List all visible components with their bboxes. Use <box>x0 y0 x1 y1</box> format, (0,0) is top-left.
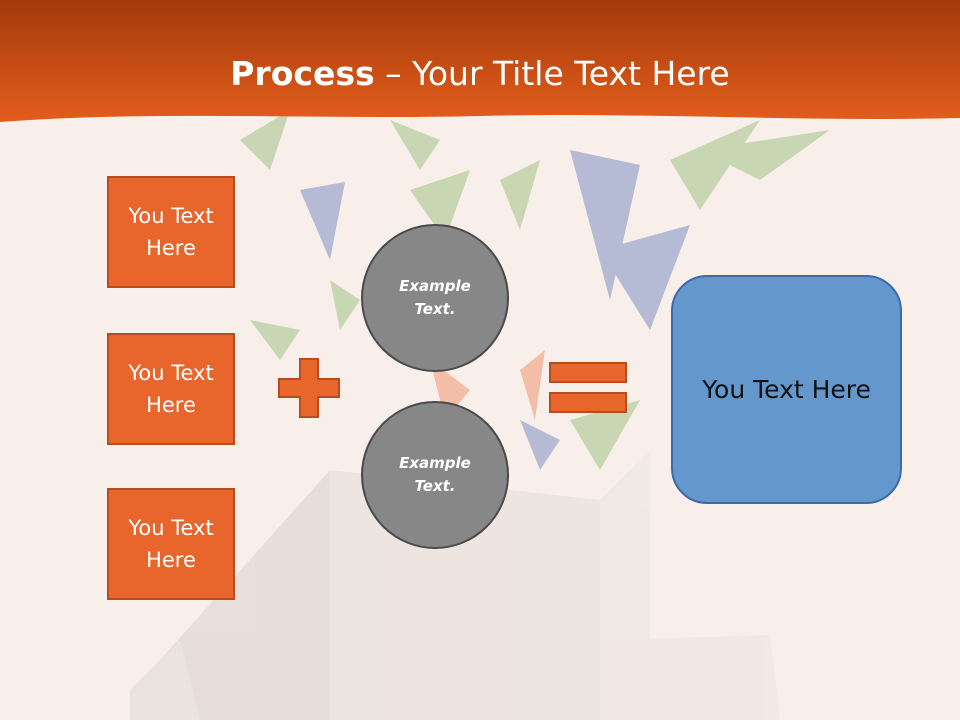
input-box-2-label: You Text Here <box>128 361 214 417</box>
input-box-1-label: You Text Here <box>128 204 214 260</box>
input-box-3-label: You Text Here <box>128 516 214 572</box>
example-circle-1: Example Text. <box>361 224 509 372</box>
origami-birds-decoration <box>240 110 830 470</box>
header-band <box>0 0 960 122</box>
input-box-2: You Text Here <box>107 333 235 445</box>
page-title: Process – Your Title Text Here <box>0 52 960 96</box>
title-bold: Process <box>230 54 375 93</box>
result-box: You Text Here <box>671 275 902 504</box>
input-box-3: You Text Here <box>107 488 235 600</box>
input-box-1: You Text Here <box>107 176 235 288</box>
example-circle-1-label: Example Text. <box>399 277 471 318</box>
example-circle-2-label: Example Text. <box>399 454 471 495</box>
title-rest: – Your Title Text Here <box>374 54 730 93</box>
result-box-label: You Text Here <box>702 375 871 404</box>
example-circle-2: Example Text. <box>361 401 509 549</box>
